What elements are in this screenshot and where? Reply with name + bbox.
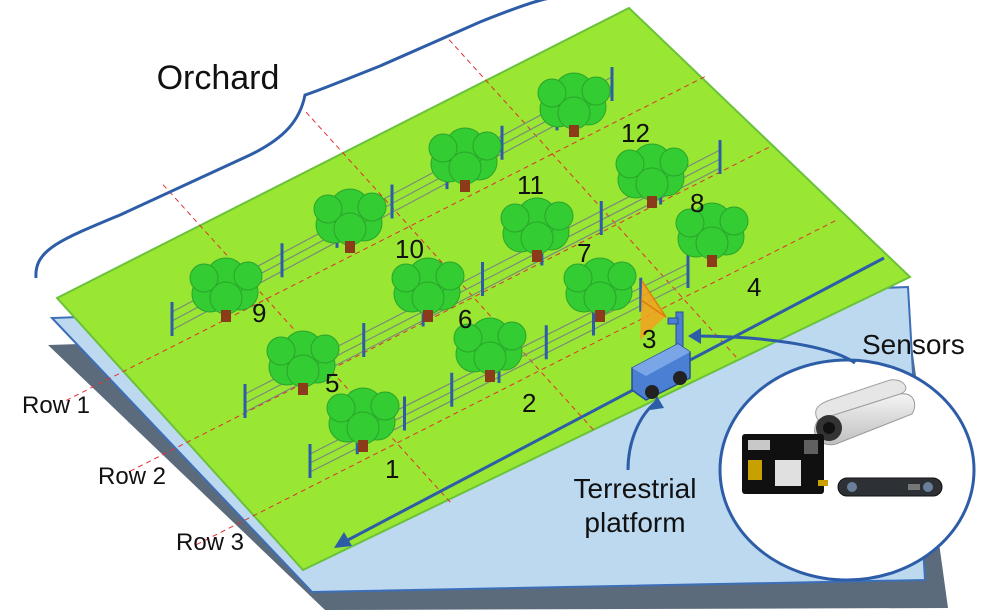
tree-label-4: 4: [747, 272, 761, 302]
tree-11: [428, 127, 502, 192]
platform-label-line-1: Terrestrial: [574, 473, 697, 504]
tree-4: [675, 202, 749, 267]
terrestrial-platform: [631, 280, 691, 401]
tree-label-5: 5: [325, 368, 339, 398]
tree-canopy: [391, 257, 465, 315]
tree-canopy: [453, 317, 527, 375]
row-label-2: Row 2: [98, 463, 166, 490]
tree-1: [326, 387, 400, 452]
tree-label-1: 1: [385, 454, 399, 484]
tree-canopy: [326, 387, 400, 445]
tree-canopy: [189, 257, 263, 315]
orchard-title: Orchard: [157, 59, 280, 97]
row-label-1: Row 1: [22, 392, 90, 419]
tree-8: [615, 143, 689, 208]
tree-canopy: [675, 202, 749, 260]
tree-12: [537, 72, 611, 137]
tree-label-9: 9: [252, 298, 266, 328]
field-grid: [65, 39, 838, 546]
tree-7: [500, 197, 574, 262]
tree-2: [453, 317, 527, 382]
tree-3: [563, 257, 637, 322]
platform-label-line-2: platform: [584, 507, 685, 538]
sensors-label: Sensors: [862, 329, 965, 360]
row-label-3: Row 3: [176, 529, 244, 556]
grid-line-column: [129, 145, 772, 472]
orchard-brace: [34, 0, 549, 279]
tree-9: [189, 257, 263, 322]
trees: [189, 72, 749, 452]
stereo-camera-device: [837, 477, 943, 497]
tree-label-12: 12: [621, 118, 650, 148]
tree-label-11: 11: [517, 170, 544, 200]
grid-line-column: [65, 75, 708, 401]
tree-canopy: [615, 143, 689, 201]
tree-canopy: [563, 257, 637, 315]
sensors-arrow: [693, 334, 856, 365]
platform-path-arrow: [334, 256, 885, 548]
tree-canopy: [500, 197, 574, 255]
tree-label-7: 7: [577, 238, 591, 268]
tree-label-8: 8: [690, 188, 704, 218]
tree-label-2: 2: [522, 388, 536, 418]
tree-canopy: [313, 188, 387, 246]
grid-line-column: [196, 219, 838, 546]
tree-label-6: 6: [458, 304, 472, 334]
platform-label-arrow: [626, 400, 657, 471]
tree-label-10: 10: [395, 234, 424, 264]
tree-6: [391, 257, 465, 322]
tree-5: [266, 330, 340, 395]
tree-label-3: 3: [642, 324, 656, 354]
sensor-cone: [640, 280, 666, 340]
gnss-board-device: [742, 434, 828, 494]
platform-wheel: [673, 371, 687, 385]
tree-canopy: [428, 127, 502, 185]
tree-10: [313, 188, 387, 253]
tree-canopy: [266, 330, 340, 388]
tree-labels: 12 11 8 10 7 4 3 6 9 2 5 1: [252, 118, 761, 484]
platform-wheel: [645, 385, 659, 399]
tree-canopy: [537, 72, 611, 130]
